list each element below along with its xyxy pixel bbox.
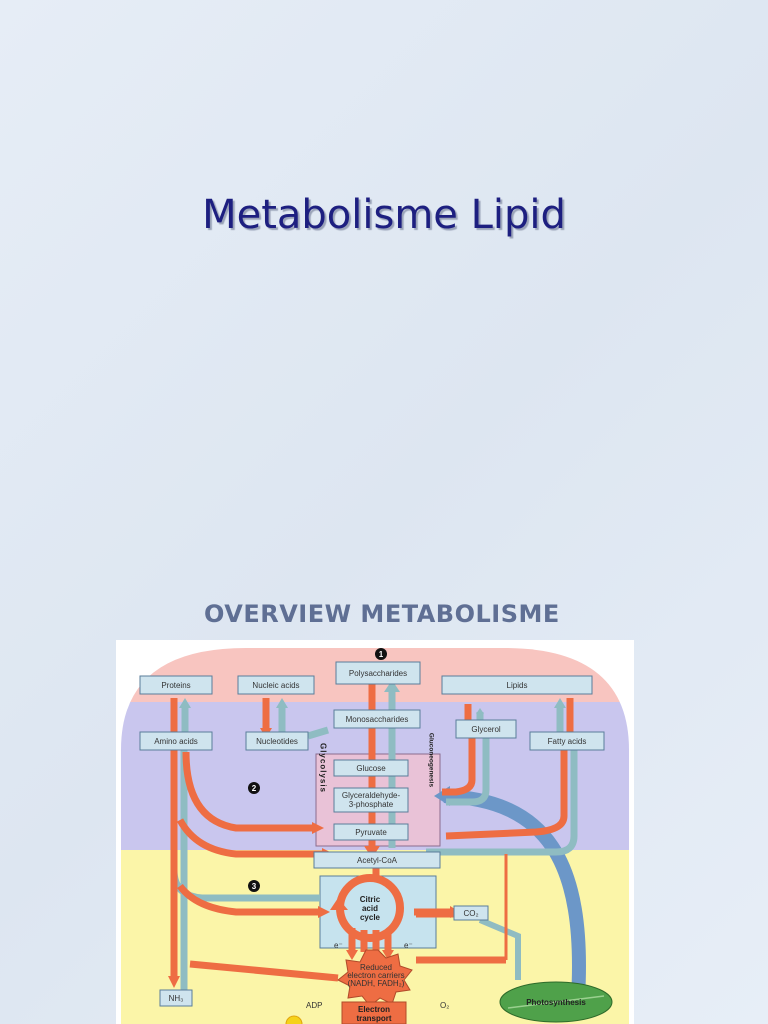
reduced-carriers-label: Reduced electron carriers (NADH, FADH₂) <box>347 963 404 988</box>
svg-text:Reduced: Reduced <box>360 963 392 972</box>
cycle-arrowhead <box>330 898 348 910</box>
svg-text:Glycerol: Glycerol <box>471 725 501 734</box>
box-polysaccharides: Polysaccharides <box>335 661 421 685</box>
box-acetyl-coa: Acetyl-CoA <box>313 851 441 869</box>
svg-text:Gluconeogenesis: Gluconeogenesis <box>428 733 435 788</box>
box-co2: CO₂ <box>453 905 489 921</box>
leaf-vein <box>507 995 605 1009</box>
box-g3p: Glyceraldehyde- 3-phosphate <box>333 787 409 813</box>
box-nucleotides: Nucleotides <box>245 731 309 751</box>
step-marker-1: 1 <box>375 648 387 660</box>
svg-text:Amino acids: Amino acids <box>154 737 198 746</box>
metabolism-diagram: 1 2 3 Polysaccharides Proteins Nucleic a… <box>116 640 634 1024</box>
box-glycerol: Glycerol <box>455 719 517 739</box>
svg-text:Electron: Electron <box>358 1005 390 1014</box>
svg-text:3: 3 <box>252 882 257 891</box>
svg-text:Pyruvate: Pyruvate <box>355 828 387 837</box>
svg-text:Glycolysis: Glycolysis <box>319 743 328 793</box>
box-lipids: Lipids <box>441 675 593 695</box>
svg-text:Polysaccharides: Polysaccharides <box>349 669 407 678</box>
svg-text:CO₂: CO₂ <box>463 909 478 918</box>
box-proteins: Proteins <box>139 675 213 695</box>
overview-title: OVERVIEW METABOLISME <box>204 600 560 628</box>
svg-text:electron carriers: electron carriers <box>347 971 404 980</box>
box-nh3: NH₃ <box>159 989 193 1007</box>
svg-text:Acetyl-CoA: Acetyl-CoA <box>357 856 398 865</box>
svg-text:Monosaccharides: Monosaccharides <box>346 715 409 724</box>
svg-text:Proteins: Proteins <box>161 681 190 690</box>
svg-text:Citric: Citric <box>360 895 381 904</box>
box-monosaccharides: Monosaccharides <box>333 709 421 729</box>
box-amino-acids: Amino acids <box>139 731 213 751</box>
svg-text:NH₃: NH₃ <box>169 994 184 1003</box>
label-adp: ADP <box>306 1001 322 1010</box>
electron-transport-box <box>341 1001 407 1024</box>
step-marker-3: 3 <box>248 880 260 892</box>
svg-text:transport: transport <box>356 1014 391 1023</box>
svg-text:3-phosphate: 3-phosphate <box>349 800 394 809</box>
co2-to-leaf-arrow <box>478 917 521 980</box>
svg-text:acid: acid <box>362 904 378 913</box>
label-e-minus-right: e⁻ <box>404 941 413 950</box>
label-o2: O₂ <box>440 1001 449 1010</box>
label-glycolysis: Glycolysis <box>319 743 328 793</box>
svg-text:Nucleotides: Nucleotides <box>256 737 298 746</box>
svg-text:Glucose: Glucose <box>356 764 386 773</box>
sun-icon <box>285 1015 303 1024</box>
box-fatty-acids: Fatty acids <box>529 731 605 751</box>
svg-text:(NADH, FADH₂): (NADH, FADH₂) <box>348 979 405 988</box>
label-photosynthesis: Photosynthesis <box>526 998 586 1007</box>
svg-text:Lipids: Lipids <box>507 681 528 690</box>
step-marker-2: 2 <box>248 782 260 794</box>
citric-cycle-label: Citric acid cycle <box>360 895 381 922</box>
box-glucose: Glucose <box>333 759 409 777</box>
label-e-minus-left: e⁻ <box>334 941 343 950</box>
svg-text:cycle: cycle <box>360 913 381 922</box>
svg-text:1: 1 <box>379 650 384 659</box>
slide-title: Metabolisme Lipid <box>202 192 566 238</box>
electron-transport-label: Electron transport <box>356 1005 391 1023</box>
label-gluconeogenesis: Gluconeogenesis <box>428 733 435 788</box>
box-nucleic-acids: Nucleic acids <box>237 675 315 695</box>
svg-text:Fatty acids: Fatty acids <box>548 737 587 746</box>
svg-text:Glyceraldehyde-: Glyceraldehyde- <box>342 791 401 800</box>
svg-text:2: 2 <box>252 784 257 793</box>
svg-text:Nucleic acids: Nucleic acids <box>252 681 299 690</box>
box-pyruvate: Pyruvate <box>333 823 409 841</box>
anabolic-arrowheads <box>179 680 566 714</box>
